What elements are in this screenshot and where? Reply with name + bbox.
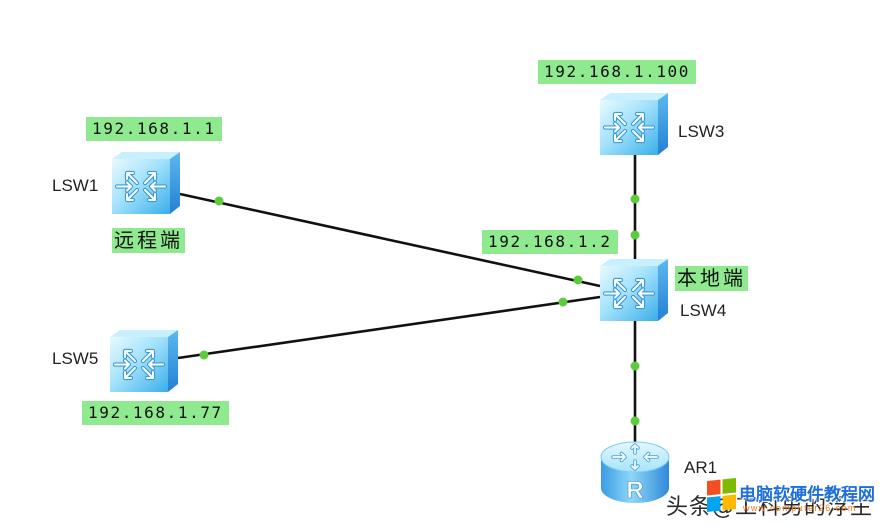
device-lsw1[interactable] bbox=[112, 152, 180, 214]
port-dots bbox=[199, 194, 640, 426]
switch-icon[interactable] bbox=[600, 259, 668, 321]
links bbox=[177, 155, 637, 446]
ip-label-lsw5: 192.168.1.77 bbox=[82, 401, 229, 425]
device-lsw4[interactable] bbox=[600, 259, 668, 321]
switch-icon[interactable] bbox=[600, 93, 668, 155]
link-lsw5-lsw4[interactable] bbox=[177, 295, 601, 360]
port-dot bbox=[630, 194, 640, 204]
device-name-lsw3: LSW3 bbox=[678, 122, 725, 141]
device-name-ar1: AR1 bbox=[684, 458, 718, 477]
windows-logo-icon bbox=[707, 478, 736, 512]
ip-label-lsw1: 192.168.1.1 bbox=[86, 117, 222, 141]
router-icon[interactable]: R bbox=[600, 441, 670, 504]
note-label-lsw1: 远程端 bbox=[112, 228, 185, 253]
port-dot bbox=[214, 196, 224, 206]
device-name-lsw4: LSW4 bbox=[680, 301, 727, 320]
note-label-lsw4: 本地端 bbox=[675, 266, 748, 291]
port-dot bbox=[558, 297, 568, 307]
device-lsw5[interactable] bbox=[110, 330, 178, 392]
port-dot bbox=[573, 275, 583, 285]
watermark-author: 头条@工科男的浮生 bbox=[666, 495, 874, 520]
ip-label-lsw4: 192.168.1.2 bbox=[482, 230, 618, 254]
device-name-lsw1: LSW1 bbox=[52, 176, 99, 195]
switch-icon[interactable] bbox=[112, 152, 180, 214]
device-name-lsw5: LSW5 bbox=[52, 349, 99, 368]
watermark-site-name: 电脑软硬件教程网 bbox=[739, 485, 875, 505]
watermark-site-url: www.computer26.com bbox=[743, 503, 857, 513]
port-dot bbox=[199, 350, 209, 360]
link-lsw1-lsw4[interactable] bbox=[179, 192, 601, 288]
port-dot bbox=[630, 416, 640, 426]
device-lsw3[interactable] bbox=[600, 93, 668, 155]
device-ar1[interactable]: R bbox=[600, 441, 670, 504]
router-badge: R bbox=[626, 477, 643, 504]
port-dot bbox=[630, 361, 640, 371]
ip-label-lsw3: 192.168.1.100 bbox=[538, 60, 697, 84]
port-dot bbox=[630, 230, 640, 240]
switch-icon[interactable] bbox=[110, 330, 178, 392]
